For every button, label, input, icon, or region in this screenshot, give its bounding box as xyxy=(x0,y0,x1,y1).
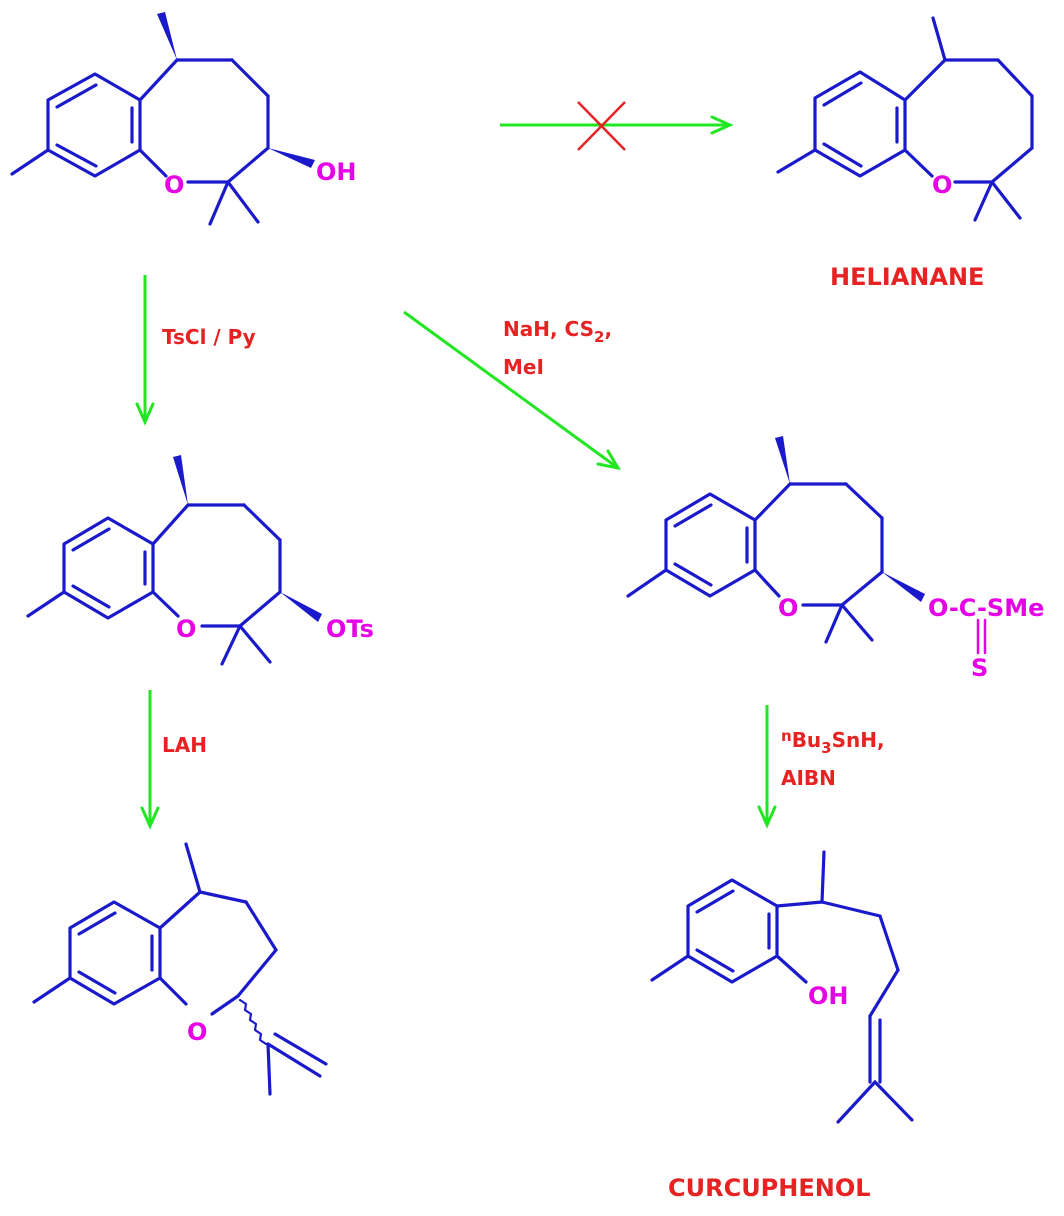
tosylation-arrow xyxy=(135,275,155,426)
reagent-lah: LAH xyxy=(162,733,207,757)
reagent-tscl-py: TsCl / Py xyxy=(162,325,256,349)
tosylate-structure xyxy=(26,455,322,666)
reduction-arrow xyxy=(140,690,160,830)
benzoxepine-structure xyxy=(32,842,328,1096)
xanthate-structure xyxy=(626,436,987,655)
helianane-ring-oxygen: O xyxy=(932,171,952,199)
benzoxepine-ring-oxygen: O xyxy=(187,1018,207,1046)
reagent-aibn: AIBN xyxy=(781,766,836,790)
curcuphenol-hydroxyl: OH xyxy=(808,982,849,1010)
xanthate-chain: O-C-SMe xyxy=(928,594,1044,622)
helianane-label: HELIANANE xyxy=(830,263,984,291)
curcuphenol-label: CURCUPHENOL xyxy=(668,1174,871,1202)
reagent-bu3snh: nBu3SnH, xyxy=(781,727,885,757)
tosylate-ring-oxygen: O xyxy=(176,615,196,643)
tosylate-ots-group: OTs xyxy=(326,615,374,643)
curcuphenol-structure xyxy=(650,850,914,1124)
deoxygenation-arrow xyxy=(757,705,777,829)
xanthate-ring-oxygen: O xyxy=(778,594,798,622)
xanthation-arrow xyxy=(403,310,621,471)
xanthate-thione-sulfur: S xyxy=(971,654,988,682)
reagent-nah-cs2: NaH, CS2, xyxy=(503,317,612,346)
start-ring-oxygen: O xyxy=(164,171,184,199)
start-hydroxyl: OH xyxy=(316,158,357,186)
blocked-arrow xyxy=(500,101,734,151)
helianane-structure xyxy=(776,16,1034,222)
starting-alcohol xyxy=(10,12,315,226)
reagent-mei: MeI xyxy=(503,355,544,379)
